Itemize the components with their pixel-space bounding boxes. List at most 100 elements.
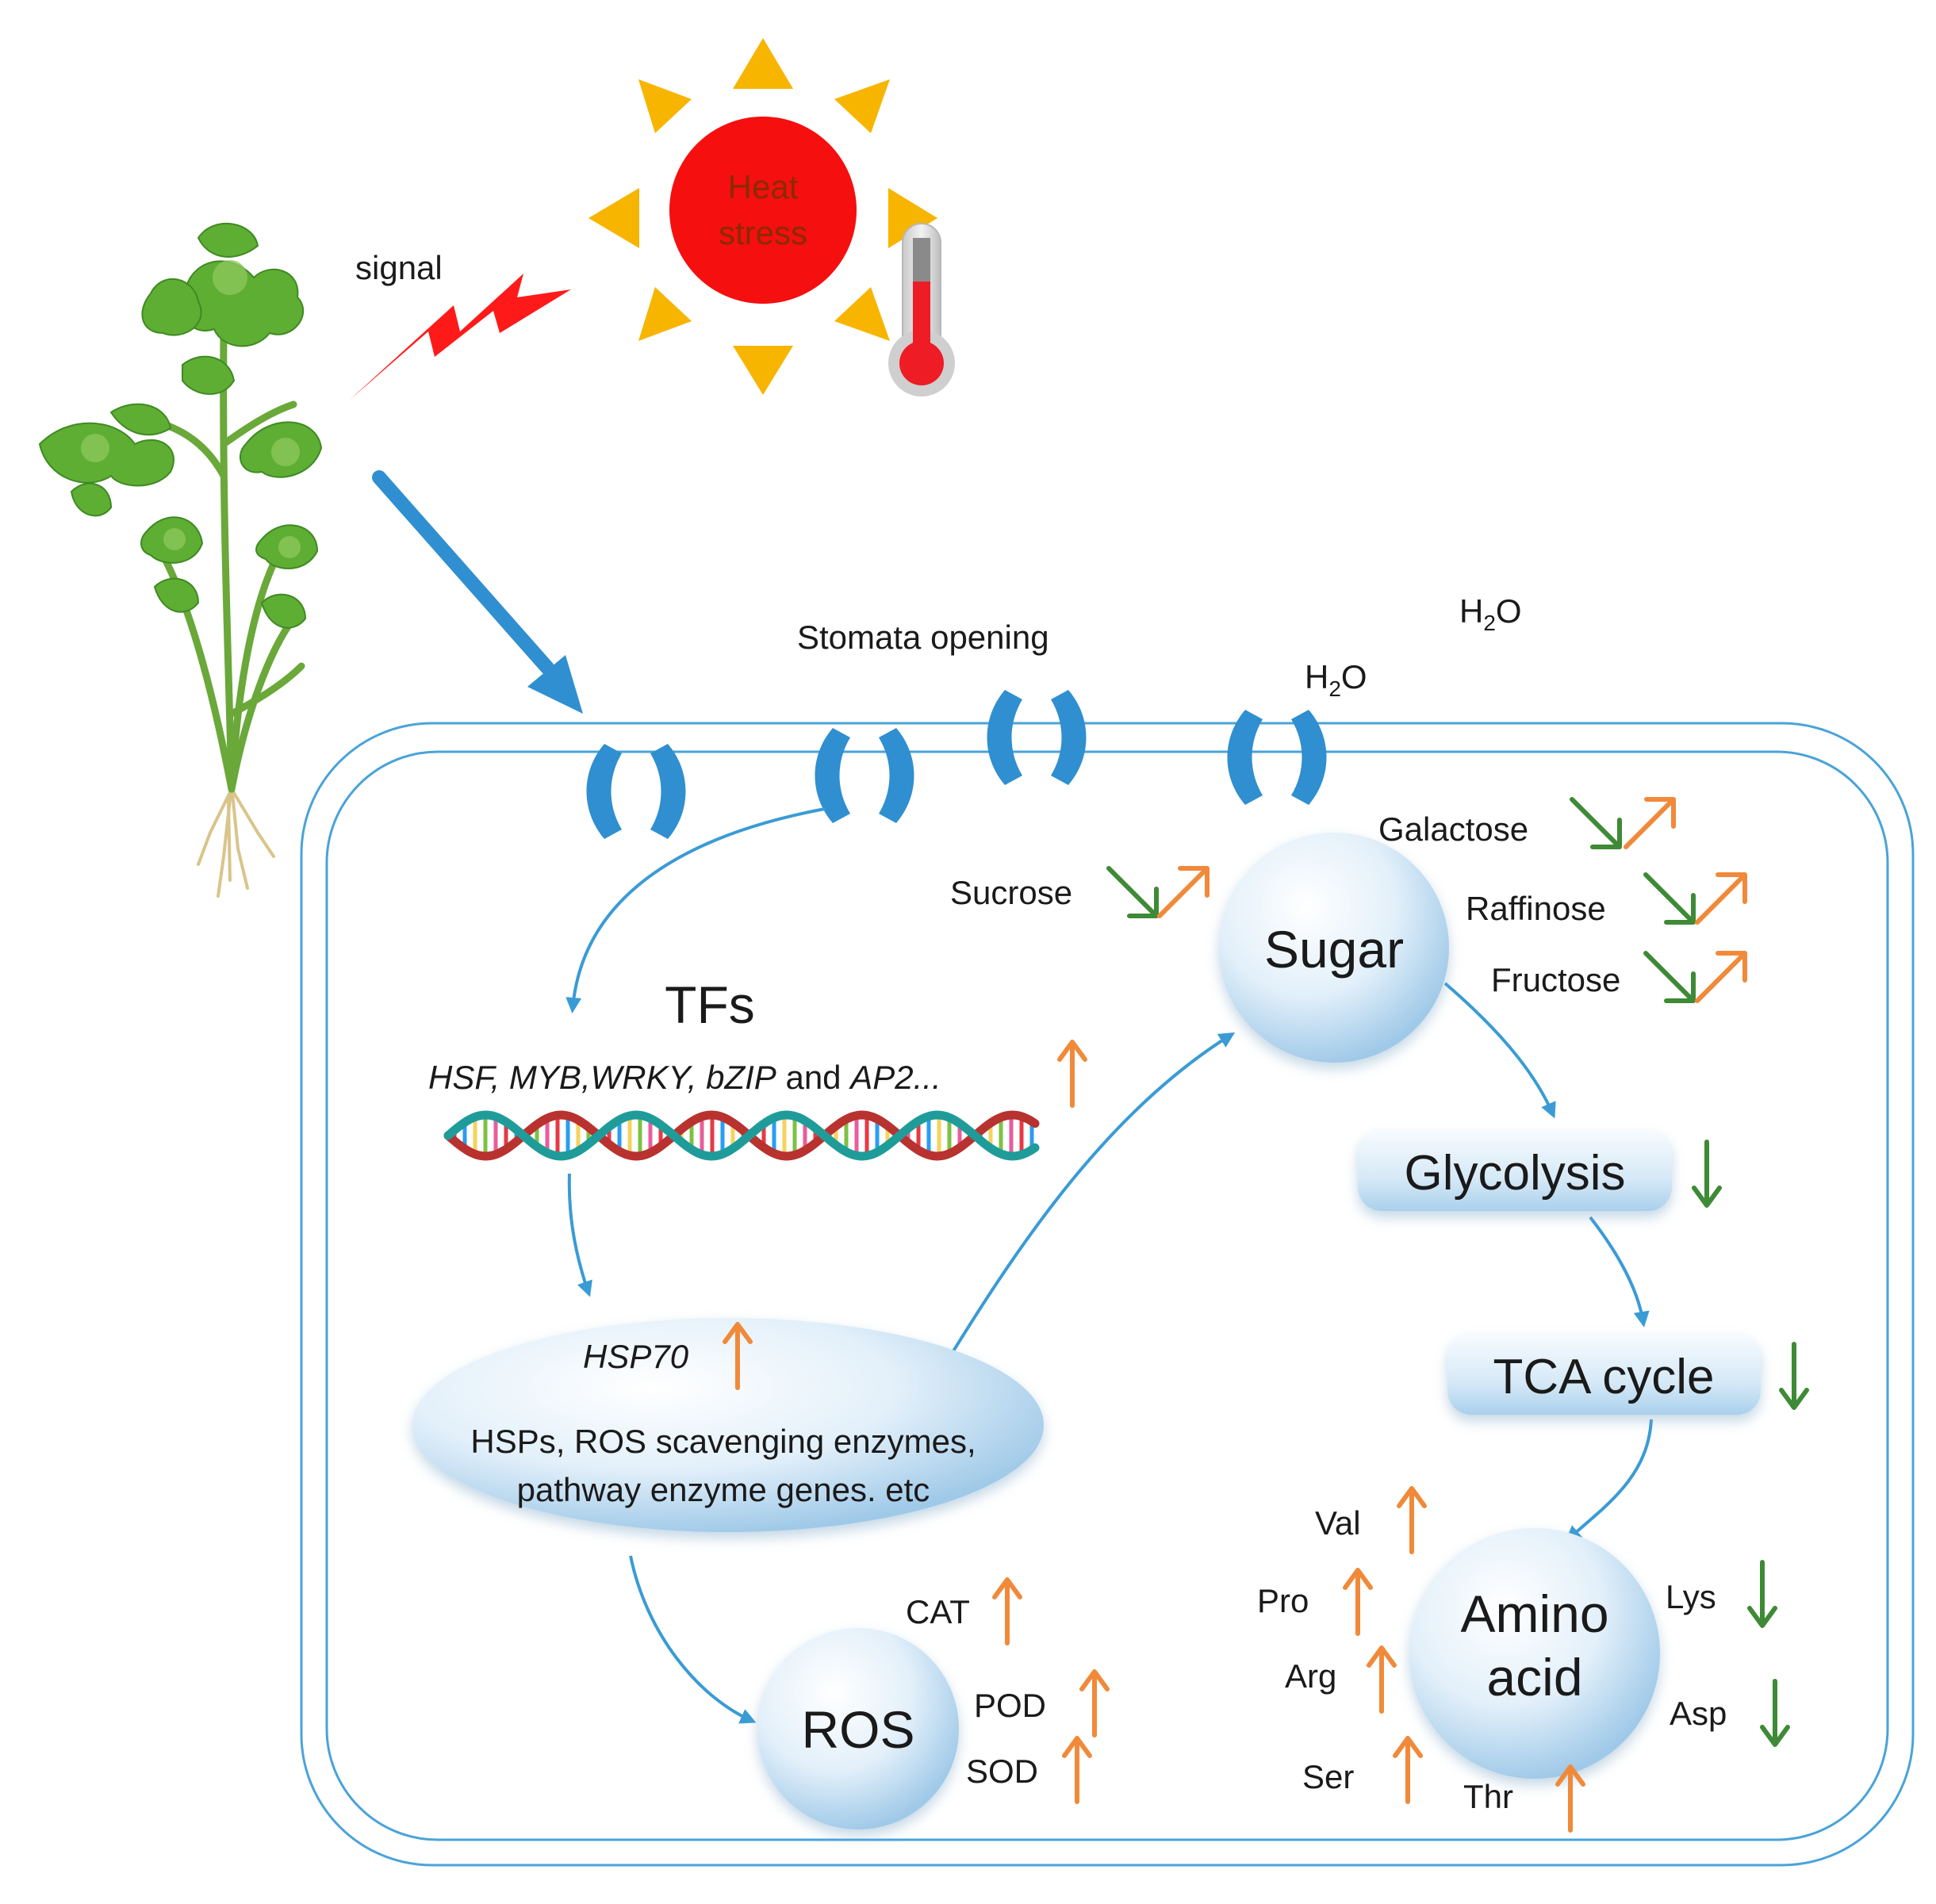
ros-bubble — [757, 1628, 959, 1829]
lys-trend-arrow — [1747, 1560, 1777, 1628]
amino-item-pro: Pro — [1257, 1582, 1309, 1619]
amino-item-arg: Arg — [1285, 1657, 1336, 1695]
up-arrow-icon — [1079, 1669, 1110, 1737]
hsp-description-line2: pathway enzyme genes. etc — [517, 1471, 930, 1508]
ros-enzyme-cat: CAT — [906, 1593, 970, 1630]
up-arrow-icon — [1555, 1764, 1585, 1833]
glycolysis-label: Glycolysis — [1404, 1146, 1625, 1201]
signal-entry-arrow — [372, 470, 583, 714]
tf-trend-arrow — [1057, 1040, 1087, 1108]
amino-item-asp: Asp — [1670, 1695, 1727, 1732]
sugar-item-raffinose: Raffinose — [1466, 890, 1606, 927]
down-arrow-icon — [1643, 872, 1696, 925]
up-arrow-icon — [1397, 1486, 1427, 1554]
amino-item-thr: Thr — [1463, 1778, 1513, 1815]
val-trend-arrow — [1397, 1486, 1427, 1554]
sugar-label: Sugar — [1264, 920, 1404, 979]
up-arrow-icon — [1695, 872, 1747, 925]
sun-icon — [588, 38, 937, 395]
dna-strand — [443, 1110, 1040, 1161]
fructose-trend-arrow — [1695, 951, 1747, 1003]
raffinose-trend-arrow — [1643, 872, 1696, 925]
flow-arrow — [1589, 1216, 1650, 1327]
lightning-bolt-icon — [349, 274, 571, 400]
up-arrow-icon — [992, 1577, 1022, 1645]
up-arrow-icon — [1393, 1736, 1423, 1804]
amino-item-lys: Lys — [1666, 1578, 1716, 1615]
plant-illustration — [38, 223, 323, 898]
flow-arrow — [629, 1555, 757, 1724]
signal-label: signal — [355, 249, 443, 286]
sugar-item-sucrose: Sucrose — [950, 874, 1072, 911]
flow-arrow — [944, 1032, 1236, 1366]
amino-acid-bubble — [1409, 1528, 1660, 1779]
down-arrow-icon — [1106, 866, 1159, 918]
sugar-bubble — [1219, 833, 1449, 1063]
water-label: H2O — [1305, 658, 1367, 701]
up-arrow-icon — [1624, 797, 1676, 849]
up-arrow-icon — [1695, 951, 1747, 1003]
tca-trend-arrow — [1779, 1342, 1809, 1410]
ros-label: ROS — [801, 1700, 914, 1759]
hsp70-label: HSP70 — [583, 1338, 689, 1375]
sugar-item-fructose: Fructose — [1491, 961, 1620, 998]
amino-item-val: Val — [1315, 1504, 1361, 1542]
ros-enzyme-sod: SOD — [966, 1753, 1038, 1790]
tca-cycle-label: TCA cycle — [1493, 1350, 1714, 1404]
up-arrow-icon — [723, 1322, 753, 1390]
pod-trend-arrow — [1079, 1669, 1110, 1737]
flow-arrow — [565, 807, 826, 1013]
down-arrow-icon — [1692, 1140, 1722, 1208]
asp-trend-arrow — [1760, 1679, 1790, 1747]
tca-cycle-box — [1447, 1334, 1761, 1415]
galactose-trend-arrow — [1624, 797, 1676, 849]
hsp70-trend-arrow — [723, 1322, 753, 1390]
dna-strand — [443, 1110, 1040, 1161]
galactose-trend-arrow — [1570, 797, 1622, 849]
hsp-description-line1: HSPs, ROS scavenging enzymes, — [470, 1423, 976, 1460]
ser-trend-arrow — [1393, 1736, 1423, 1804]
tf-gene-list: HSF, MYB,WRKY, bZIP and AP2... — [428, 1059, 941, 1096]
dna-double-helix-icon — [443, 1110, 1040, 1161]
down-arrow-icon — [1570, 797, 1622, 849]
cat-trend-arrow — [992, 1577, 1022, 1645]
stomata-pore-icon — [586, 690, 1327, 839]
up-arrow-icon — [1057, 1040, 1087, 1108]
arg-trend-arrow — [1367, 1645, 1397, 1714]
cell-membrane — [325, 750, 1889, 1841]
sod-trend-arrow — [1062, 1736, 1092, 1804]
up-arrow-icon — [1062, 1736, 1092, 1804]
sugar-item-galactose: Galactose — [1378, 810, 1528, 848]
flow-arrow — [1443, 982, 1556, 1119]
stomata-opening-label: Stomata opening — [797, 619, 1049, 656]
amino-acid-line2: acid — [1486, 1648, 1582, 1707]
ros-enzyme-pod: POD — [974, 1687, 1046, 1724]
water-label: H2O — [1459, 592, 1522, 635]
pro-trend-arrow — [1343, 1568, 1373, 1636]
up-arrow-icon — [1367, 1645, 1397, 1714]
glycolysis-trend-arrow — [1692, 1140, 1722, 1208]
amino-item-ser: Ser — [1302, 1758, 1354, 1795]
fructose-trend-arrow — [1643, 951, 1696, 1003]
sucrose-trend-arrow — [1157, 866, 1210, 918]
amino-acid-line1: Amino — [1460, 1584, 1608, 1643]
raffinose-trend-arrow — [1695, 872, 1747, 925]
down-arrow-icon — [1760, 1679, 1790, 1747]
sucrose-trend-arrow — [1106, 866, 1159, 918]
flow-arrow — [567, 1173, 592, 1297]
up-arrow-icon — [1343, 1568, 1373, 1636]
down-arrow-icon — [1747, 1560, 1777, 1628]
glycolysis-box — [1358, 1130, 1672, 1211]
flow-arrow — [1565, 1419, 1653, 1542]
thermometer-icon — [888, 223, 955, 397]
heat-stress-line1: Heat — [728, 168, 799, 205]
tfs-title: TFs — [665, 975, 755, 1034]
thr-trend-arrow — [1555, 1764, 1585, 1833]
flow-arrows — [565, 807, 1653, 1724]
cell-wall — [300, 722, 1915, 1867]
down-arrow-icon — [1779, 1342, 1809, 1410]
heat-stress-line2: stress — [719, 214, 807, 251]
down-arrow-icon — [1643, 951, 1696, 1003]
up-arrow-icon — [1157, 866, 1210, 918]
